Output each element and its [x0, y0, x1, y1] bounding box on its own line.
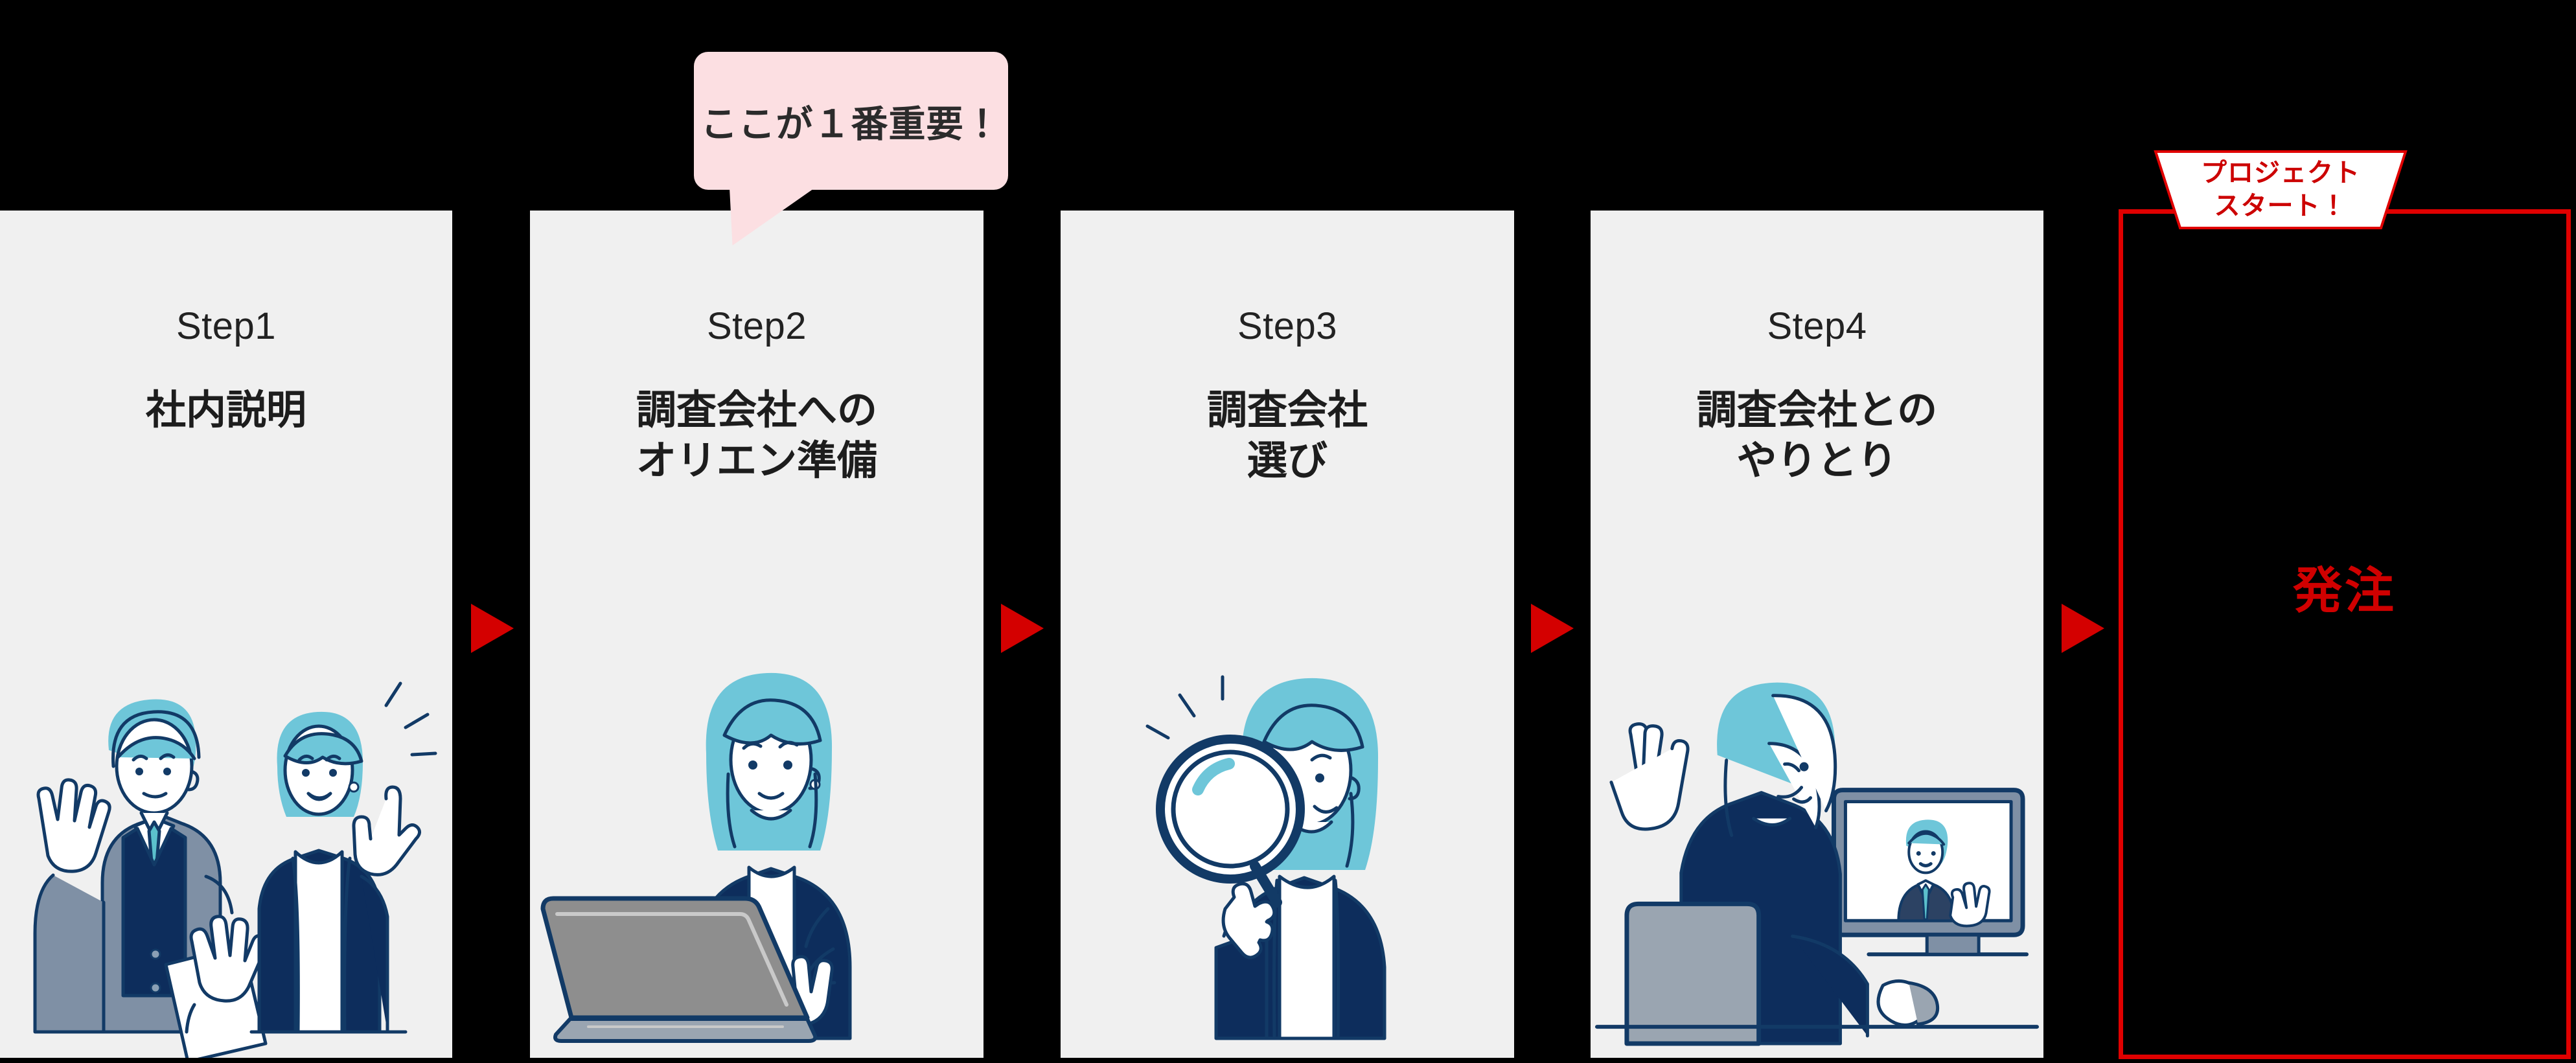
order-label: 発注 — [2293, 564, 2397, 619]
arrow-step4-to-order-icon — [2062, 604, 2104, 653]
step-title-2: 調査会社への オリエン準備 — [636, 388, 877, 483]
step-label-2: Step2 — [706, 305, 807, 347]
arrow-step3-to-step4-icon — [1531, 604, 1574, 653]
step-label-3: Step3 — [1237, 305, 1338, 347]
step-label-4: Step4 — [1767, 305, 1867, 347]
step-title-1: 社内説明 — [145, 388, 306, 433]
step-title-4: 調査会社との やりとり — [1696, 388, 1938, 483]
step1-illustration — [0, 604, 452, 1058]
speech-bubble-text: ここが１番重要！ — [700, 103, 1002, 145]
speech-bubble: ここが１番重要！ — [694, 52, 1008, 190]
step4-illustration — [1591, 604, 2043, 1058]
step-card-2[interactable]: Step2 調査会社への オリエン準備 — [530, 211, 983, 1058]
step-title-3: 調査会社 選び — [1206, 388, 1368, 483]
step-label-1: Step1 — [176, 305, 277, 347]
step-card-3[interactable]: Step3 調査会社 選び — [1061, 211, 1514, 1058]
step-card-1[interactable]: Step1 社内説明 — [0, 211, 452, 1058]
project-start-callout-text: プロジェクト スタート！ — [2201, 159, 2360, 221]
order-box[interactable]: 発注 — [2119, 209, 2571, 1059]
step2-illustration — [530, 604, 983, 1058]
step3-illustration — [1061, 604, 1514, 1058]
arrow-step2-to-step3-icon — [1001, 604, 1044, 653]
step-card-4[interactable]: Step4 調査会社との やりとり — [1591, 211, 2043, 1058]
project-start-callout: プロジェクト スタート！ — [2154, 150, 2408, 229]
arrow-step1-to-step2-icon — [471, 604, 514, 653]
